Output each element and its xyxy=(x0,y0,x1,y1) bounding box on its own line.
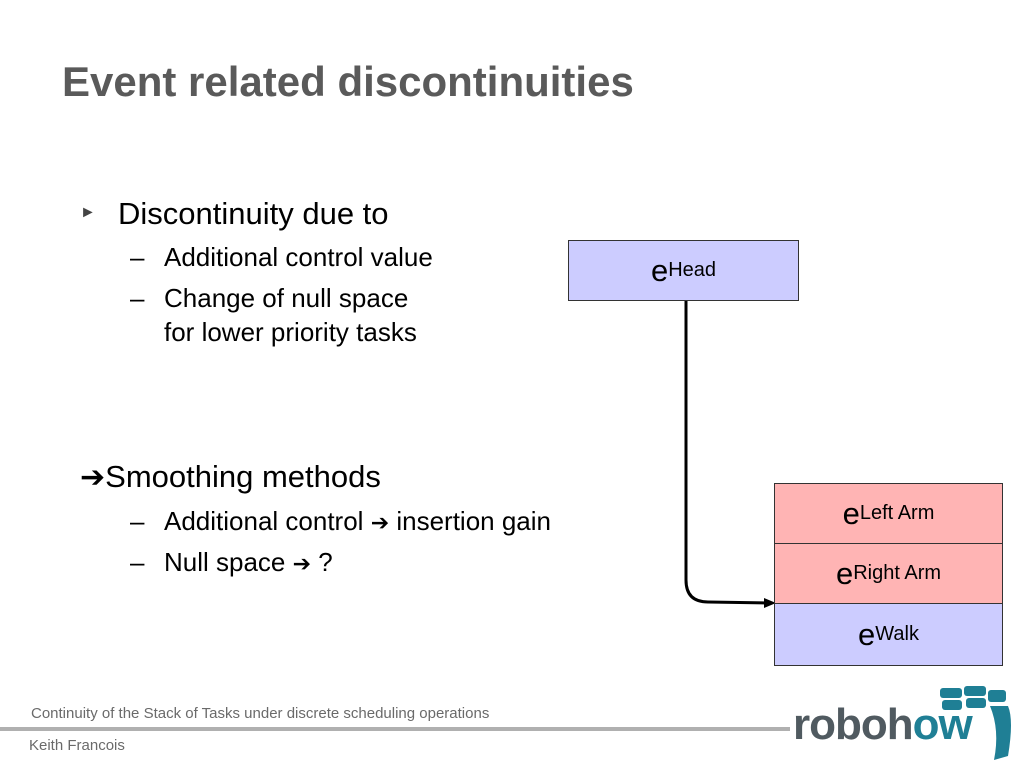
bullet-text: Smoothing methods xyxy=(105,459,381,494)
robohow-robot-hand-icon xyxy=(940,686,1011,760)
sub-bullet-text: insertion gain xyxy=(389,506,552,536)
footer-presentation-title: Continuity of the Stack of Tasks under d… xyxy=(31,705,490,722)
task-subscript: Head xyxy=(668,259,717,281)
sub-bullet-text: Additional control xyxy=(164,506,371,536)
task-subscript: Left Arm xyxy=(859,502,935,524)
dash-marker: – xyxy=(130,242,145,272)
sub-bullet-additional-control-value: –Additional control value xyxy=(130,242,433,273)
sub-bullet-null-space-change-cont: for lower priority tasks xyxy=(164,317,417,347)
bullet-smoothing-methods: ➔Smoothing methods xyxy=(80,459,381,495)
dash-marker: – xyxy=(130,547,145,577)
dash-marker: – xyxy=(130,283,145,313)
globe-icon: o xyxy=(912,700,940,749)
task-subscript: Walk xyxy=(875,623,919,645)
robohow-logo: robohow xyxy=(793,700,973,750)
sub-bullet-text: ? xyxy=(311,547,333,577)
dash-marker: – xyxy=(130,506,145,536)
bullet-discontinuity: Discontinuity due to xyxy=(118,196,389,231)
task-symbol: e xyxy=(842,495,860,531)
logo-text: roboh xyxy=(793,700,914,749)
task-subscript: Right Arm xyxy=(853,562,942,584)
task-symbol: e xyxy=(858,616,876,652)
footer-author: Keith Francois xyxy=(29,737,125,754)
triangle-bullet-icon: ► xyxy=(80,204,96,221)
sub-bullet-text: Null space xyxy=(164,547,293,577)
slide-title: Event related discontinuities xyxy=(62,58,634,105)
sub-bullet-text: Additional control value xyxy=(164,242,433,272)
logo-text: w xyxy=(938,700,973,749)
right-arrow-icon: ➔ xyxy=(80,461,106,494)
sub-bullet-null-space-change: –Change of null space xyxy=(130,283,408,314)
footer-divider xyxy=(0,727,790,731)
sub-bullet-null-space: –Null space ➔ ? xyxy=(130,547,333,578)
task-symbol: e xyxy=(650,252,669,288)
task-symbol: e xyxy=(835,555,854,591)
right-arrow-icon: ➔ xyxy=(370,510,390,535)
right-arrow-icon: ➔ xyxy=(292,551,312,576)
sub-bullet-text: Change of null space xyxy=(164,283,409,313)
sub-bullet-insertion-gain: –Additional control ➔ insertion gain xyxy=(130,506,551,537)
